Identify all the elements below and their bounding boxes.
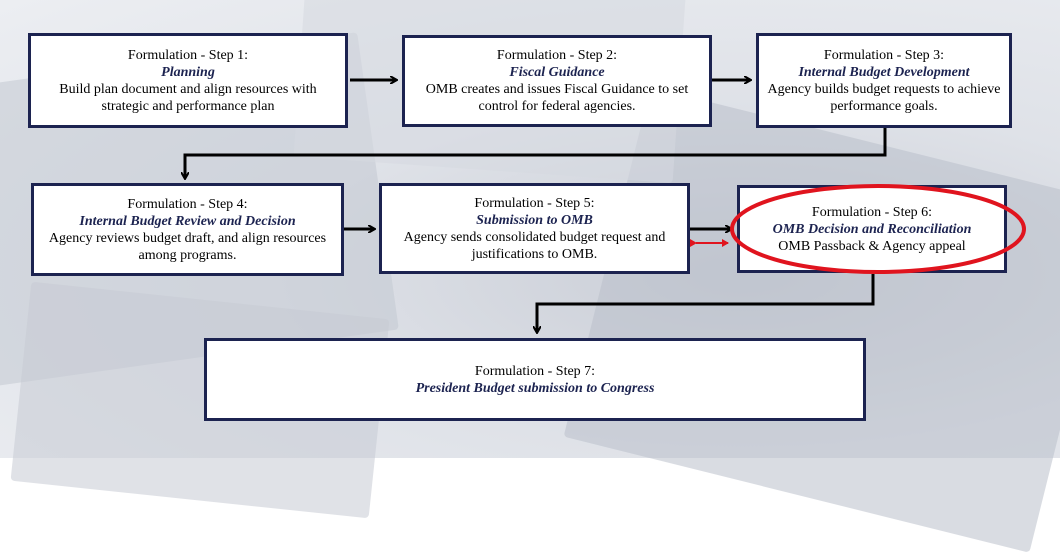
step-4-box: Formulation - Step 4: Internal Budget Re… (31, 183, 344, 276)
step-2-box: Formulation - Step 2: Fiscal Guidance OM… (402, 35, 712, 127)
step-1-box: Formulation - Step 1: Planning Build pla… (28, 33, 348, 128)
step-header: Formulation - Step 5: (474, 195, 595, 211)
step-title: OMB Decision and Reconciliation (772, 221, 972, 237)
step-header: Formulation - Step 7: (474, 363, 596, 379)
step-title: Internal Budget Review and Decision (79, 213, 296, 229)
step-title: Submission to OMB (476, 212, 593, 228)
step-7-box: Formulation - Step 7: President Budget s… (204, 338, 866, 421)
step-description: OMB creates and issues Fiscal Guidance t… (425, 82, 689, 114)
step-title: Internal Budget Development (798, 64, 970, 80)
step-description: Agency sends consolidated budget request… (403, 229, 666, 262)
step-header: Formulation - Step 1: (127, 47, 249, 63)
step-description: Agency reviews budget draft, and align r… (48, 230, 327, 263)
step-description: Build plan document and align resources … (59, 81, 317, 114)
step-6-box: Formulation - Step 6: OMB Decision and R… (737, 185, 1007, 273)
step-description: Agency builds budget requests to achieve… (767, 81, 1001, 114)
step-title: Fiscal Guidance (509, 65, 605, 80)
step-description: OMB Passback & Agency appeal (778, 238, 966, 254)
flow-arrows (0, 0, 887, 458)
step-title: Planning (161, 64, 215, 80)
step-header: Formulation - Step 4: (127, 196, 248, 212)
step-3-box: Formulation - Step 3: Internal Budget De… (756, 33, 1012, 128)
arrow-step3-to-step4 (185, 128, 887, 178)
step-header: Formulation - Step 2: (496, 48, 618, 63)
step-title: President Budget submission to Congress (415, 380, 655, 396)
step-header: Formulation - Step 6: (811, 204, 933, 220)
step-header: Formulation - Step 3: (823, 47, 945, 63)
step-5-box: Formulation - Step 5: Submission to OMB … (379, 183, 690, 274)
arrow-step6-to-step7 (537, 274, 875, 332)
